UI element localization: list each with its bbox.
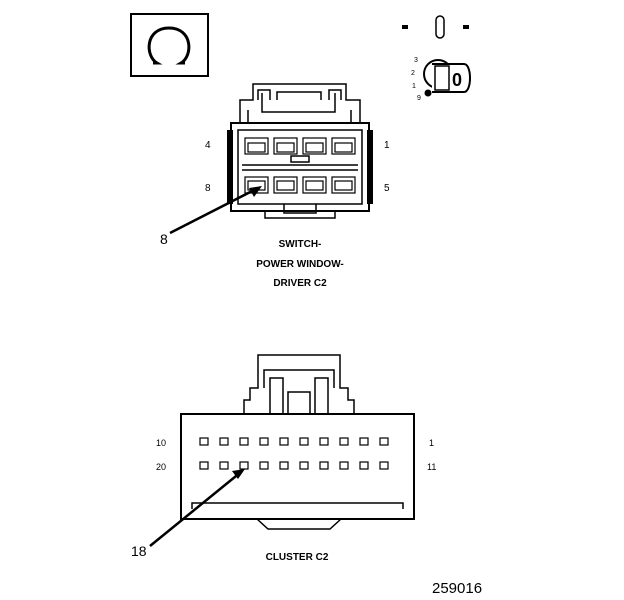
switch-title-line-3: DRIVER C2 (273, 278, 327, 289)
cluster-pin-row-top (199, 437, 389, 446)
ignition-position-1: 1 (412, 83, 416, 90)
ignition-position-2: 2 (411, 70, 415, 77)
switch-title-line-1: SWITCH- (279, 239, 322, 250)
figure-number: 259016 (432, 580, 482, 597)
ignition-position-3: 3 (414, 57, 418, 64)
ignition-position-9: 9 (417, 95, 421, 102)
cluster-connector (180, 354, 415, 530)
cluster-pin-label-20: 20 (156, 462, 166, 472)
switch-pin-row-bottom (244, 176, 356, 194)
switch-pin-label-1: 1 (384, 140, 390, 151)
ohm-icon (130, 13, 209, 77)
cluster-callout-arrowhead (232, 469, 245, 479)
ignition-key-label: 0 (452, 70, 462, 90)
switch-callout-line (169, 186, 259, 235)
ignition-key-icon: 0 3 2 1 9 (402, 15, 471, 102)
switch-callout-label: 8 (160, 231, 168, 247)
cluster-pin-label-1: 1 (429, 438, 434, 448)
switch-pin-label-8: 8 (205, 183, 211, 194)
cluster-callout-label: 18 (131, 543, 147, 559)
cluster-callout-line (149, 471, 242, 547)
switch-callout-arrowhead (249, 186, 262, 197)
switch-connector (227, 83, 373, 219)
switch-pin-label-5: 5 (384, 183, 390, 194)
switch-pin-label-4: 4 (205, 140, 211, 151)
cluster-pin-label-11: 11 (427, 462, 436, 472)
cluster-title: CLUSTER C2 (266, 552, 329, 563)
cluster-pin-label-10: 10 (156, 438, 166, 448)
switch-title-line-2: POWER WINDOW- (256, 259, 344, 270)
cluster-pin-row-bottom (199, 461, 389, 470)
switch-pin-row-top (244, 137, 356, 155)
